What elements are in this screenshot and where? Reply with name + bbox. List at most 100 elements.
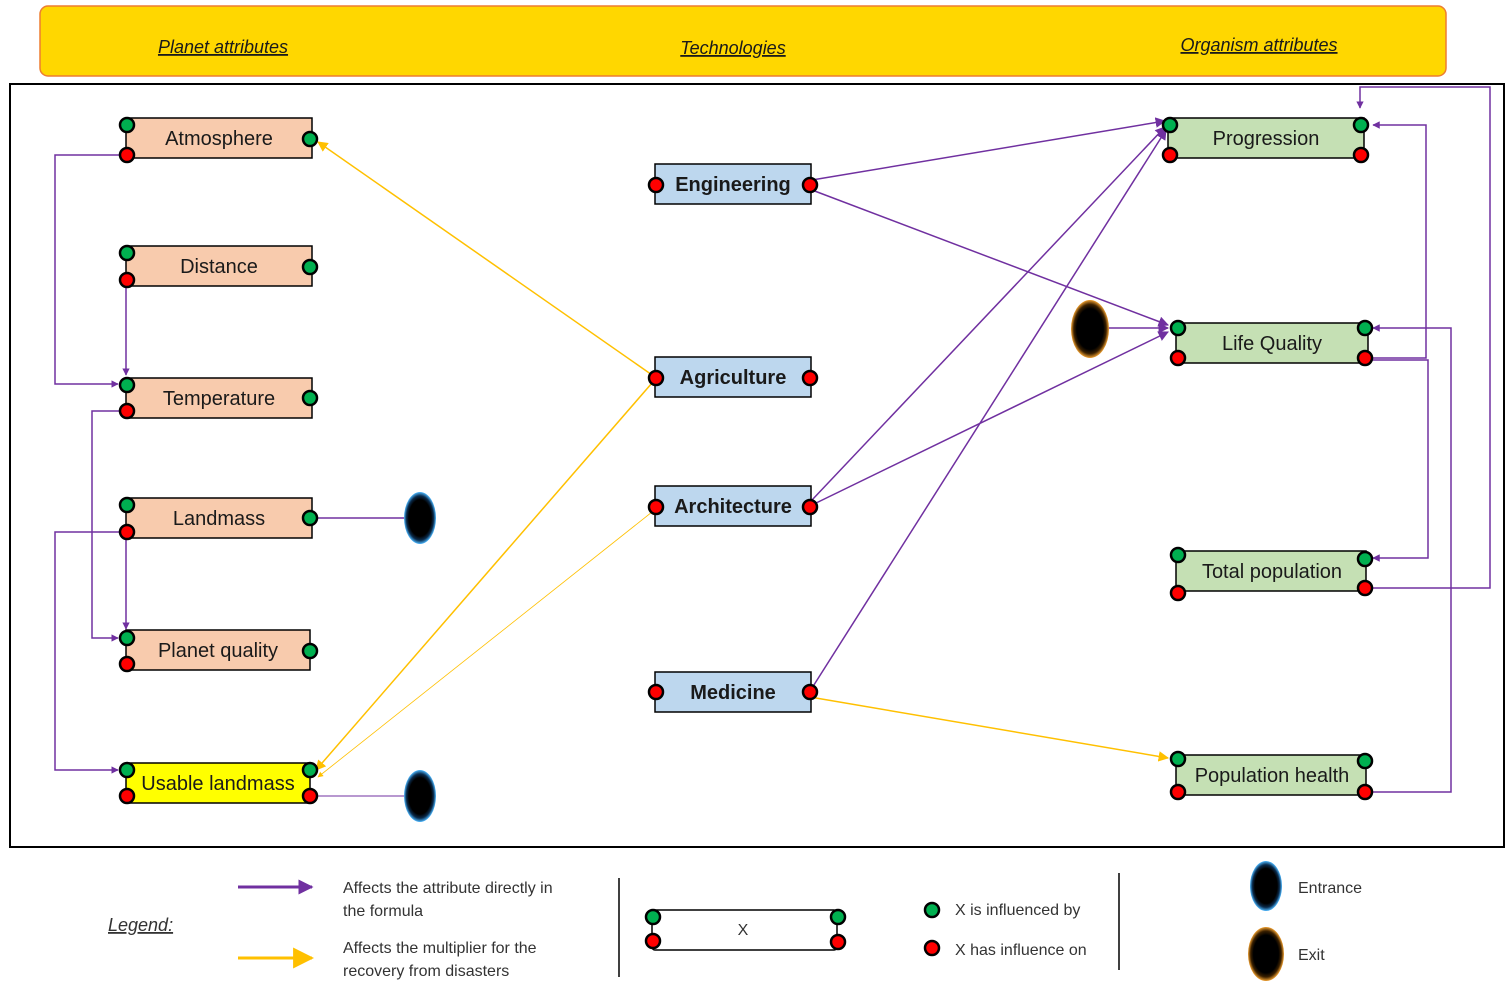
port-in-population-health-right — [1356, 752, 1374, 770]
edge-temperature-planetquality — [91, 410, 126, 642]
edge-lifequality-progression — [1366, 121, 1427, 359]
port-out-medicine — [801, 683, 819, 701]
node-agriculture: Agriculture — [654, 356, 812, 398]
node-medicine: Medicine — [654, 671, 812, 713]
port-out-usable-landmass — [118, 787, 136, 805]
port-out-agriculture-left — [647, 369, 665, 387]
header-bar — [39, 5, 1447, 77]
legend-yellow-text-2: recovery from disasters — [343, 963, 509, 980]
port-out-engineering — [801, 176, 819, 194]
port-dots — [118, 116, 1374, 805]
node-life-quality-label: Life Quality — [1222, 333, 1322, 355]
legend-green-text: X is influenced by — [955, 902, 1080, 919]
edge-medicine-pophealth — [809, 696, 1170, 762]
edge-engineering-progression — [811, 117, 1167, 181]
port-in-life-quality — [1169, 319, 1187, 337]
node-medicine-label: Medicine — [690, 682, 776, 704]
port-out-engineering-left — [647, 176, 665, 194]
node-landmass: Landmass — [125, 497, 313, 539]
port-out-medicine-left — [647, 683, 665, 701]
port-in-temperature — [118, 376, 136, 394]
diagram-frame — [9, 83, 1505, 848]
header-organism-attributes: Organism attributes — [1180, 35, 1337, 55]
node-atmosphere: Atmosphere — [125, 117, 313, 159]
port-out-population-health-right — [1356, 783, 1374, 801]
legend-purple-text-1: Affects the attribute directly in — [343, 880, 553, 897]
port-in-life-quality-right — [1356, 319, 1374, 337]
port-out-planet-quality — [118, 655, 136, 673]
port-out-distance — [118, 271, 136, 289]
legend-entrance-icon — [1250, 861, 1282, 911]
node-engineering-label: Engineering — [675, 174, 791, 196]
node-planet-quality: Planet quality — [125, 629, 311, 671]
node-progression-label: Progression — [1213, 128, 1320, 150]
port-in-usable-landmass-right — [301, 761, 319, 779]
legend-example-node: X — [644, 908, 847, 951]
node-temperature-label: Temperature — [163, 388, 275, 410]
edge-agriculture-atmosphere — [317, 141, 666, 387]
legend-green-dot — [923, 901, 941, 919]
node-distance-label: Distance — [180, 256, 258, 278]
port-out-life-quality — [1169, 349, 1187, 367]
node-agriculture-label: Agriculture — [680, 367, 787, 389]
port-in-progression-right — [1352, 116, 1370, 134]
legend-example-label: X — [738, 922, 749, 939]
node-planet-quality-label: Planet quality — [158, 640, 278, 662]
port-out-life-quality-right — [1356, 349, 1374, 367]
legend-entrance-text: Entrance — [1298, 880, 1362, 897]
edge-agriculture-usable — [315, 372, 663, 771]
node-landmass-label: Landmass — [173, 508, 265, 530]
header-technologies: Technologies — [680, 38, 785, 58]
legend-exit-icon — [1248, 927, 1284, 981]
edge-architecture-lifequality — [811, 331, 1169, 506]
port-in-total-population — [1169, 546, 1187, 564]
edge-totalpop-progression — [1356, 86, 1491, 589]
port-in-usable-landmass — [118, 761, 136, 779]
port-out-atmosphere — [118, 146, 136, 164]
node-total-population: Total population — [1175, 550, 1367, 592]
entrance-portal-usable — [404, 770, 436, 822]
port-out-progression — [1161, 146, 1179, 164]
node-distance: Distance — [125, 245, 313, 287]
legend-title: Legend: — [108, 915, 173, 935]
edge-medicine-progression — [811, 129, 1167, 689]
port-out-temperature — [118, 402, 136, 420]
port-out-architecture-left — [647, 498, 665, 516]
node-atmosphere-label: Atmosphere — [165, 128, 273, 150]
entrance-portal-landmass — [404, 492, 436, 544]
port-out-landmass — [118, 523, 136, 541]
legend-exit-text: Exit — [1298, 947, 1325, 964]
port-in-temperature-right — [301, 389, 319, 407]
edge-pophealth-lifequality — [1366, 324, 1452, 793]
node-life-quality: Life Quality — [1175, 322, 1369, 364]
node-architecture: Architecture — [654, 485, 812, 527]
port-in-atmosphere-right — [301, 130, 319, 148]
edge-architecture-progression — [811, 126, 1166, 501]
legend-purple-text-2: the formula — [343, 903, 423, 920]
edges — [54, 86, 1491, 797]
legend-red-text: X has influence on — [955, 942, 1087, 959]
node-temperature: Temperature — [125, 377, 313, 419]
port-in-planet-quality — [118, 629, 136, 647]
edge-architecture-usable — [317, 511, 653, 778]
node-architecture-label: Architecture — [674, 496, 792, 518]
node-total-population-label: Total population — [1202, 561, 1342, 583]
port-out-population-health — [1169, 783, 1187, 801]
port-out-progression-right — [1352, 146, 1370, 164]
node-engineering: Engineering — [654, 163, 812, 205]
port-in-landmass — [118, 496, 136, 514]
port-out-total-population — [1169, 584, 1187, 602]
port-in-progression — [1161, 116, 1179, 134]
port-in-planet-quality-right — [301, 642, 319, 660]
node-progression: Progression — [1167, 117, 1365, 159]
port-in-distance-right — [301, 258, 319, 276]
port-out-usable-landmass-right — [301, 787, 319, 805]
edge-atmosphere-temperature — [54, 154, 126, 388]
node-usable-landmass-label: Usable landmass — [141, 773, 294, 795]
legend-yellow-text-1: Affects the multiplier for the — [343, 940, 537, 957]
exit-portal-lifequality — [1071, 300, 1109, 358]
legend-red-dot — [923, 939, 941, 957]
port-in-total-population-right — [1356, 550, 1374, 568]
port-out-architecture — [801, 498, 819, 516]
node-population-health-label: Population health — [1195, 765, 1350, 787]
